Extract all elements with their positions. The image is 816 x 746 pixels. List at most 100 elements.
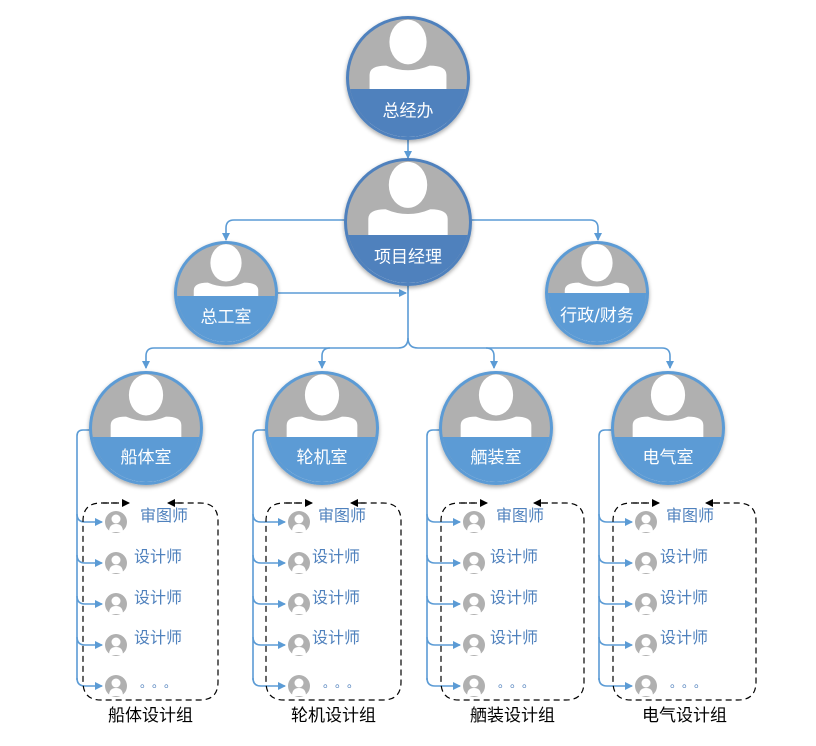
- more-members-ellipsis: 。。。: [140, 676, 182, 690]
- person-avatar-icon: [268, 374, 376, 482]
- node-general-office[interactable]: 总经办: [346, 16, 470, 213]
- group-label: 电气设计组: [642, 706, 727, 726]
- role-reviewer: 审图师: [496, 506, 544, 525]
- role-designer: 设计师: [312, 547, 360, 566]
- connector-line: [252, 429, 266, 680]
- person-avatar-icon: [177, 244, 275, 342]
- node-department-label: 轮机室: [297, 448, 348, 468]
- connector-arrow: [598, 513, 633, 526]
- person-avatar-icon: [288, 593, 310, 615]
- role-designer: 设计师: [312, 588, 360, 607]
- node-admin-finance[interactable]: 行政/财务: [545, 241, 649, 397]
- role-designer: 设计师: [660, 588, 708, 607]
- person-avatar-icon: [105, 552, 127, 574]
- connector-arrow: [252, 513, 286, 526]
- node-admin-finance-label: 行政/财务: [560, 306, 634, 326]
- role-reviewer: 审图师: [666, 506, 714, 525]
- person-avatar-icon: [288, 511, 310, 533]
- connector-arrow: [252, 636, 286, 649]
- person-avatar-icon: [349, 19, 467, 137]
- connector-arrow: [598, 595, 633, 608]
- person-avatar-icon: [463, 634, 485, 656]
- person-avatar-icon: [635, 552, 657, 574]
- person-avatar-icon: [463, 511, 485, 533]
- connector-arrow: [252, 554, 286, 567]
- connector-arrow: [426, 677, 461, 690]
- group-label: 舾装设计组: [470, 706, 555, 726]
- role-designer: 设计师: [660, 628, 708, 647]
- person-avatar-icon: [635, 593, 657, 615]
- node-department[interactable]: 舾装室: [439, 371, 553, 551]
- role-designer: 设计师: [490, 628, 538, 647]
- person-avatar-icon: [288, 675, 310, 697]
- connector-line: [598, 429, 612, 680]
- role-designer: 设计师: [490, 588, 538, 607]
- more-members-ellipsis: 。。。: [670, 676, 712, 690]
- group-boundary: [265, 502, 402, 701]
- role-reviewer: 审图师: [140, 506, 188, 525]
- connector-arrow: [222, 219, 345, 241]
- more-members-ellipsis: 。。。: [323, 676, 365, 690]
- group-boundary: [440, 502, 585, 701]
- connector-arrow: [76, 513, 103, 526]
- node-department-label: 电气室: [643, 448, 694, 468]
- role-designer: 设计师: [312, 628, 360, 647]
- connector-arrow: [76, 636, 103, 649]
- connector-arrow: [598, 677, 633, 690]
- person-avatar-icon: [105, 634, 127, 656]
- role-designer: 设计师: [490, 547, 538, 566]
- connector-arrow: [598, 636, 633, 649]
- person-avatar-icon: [347, 161, 469, 283]
- design-groups: 审图师设计师设计师设计师。。。船体设计组审图师设计师设计师设计师。。。轮机设计组…: [82, 499, 757, 726]
- connector-arrow: [318, 347, 331, 369]
- node-project-manager-label: 项目经理: [374, 247, 442, 267]
- role-designer: 设计师: [134, 628, 182, 647]
- person-avatar-icon: [635, 634, 657, 656]
- connector-arrow: [426, 636, 461, 649]
- connector-arrow: [407, 337, 498, 369]
- person-avatar-icon: [548, 244, 646, 342]
- connector-arrow: [470, 219, 602, 241]
- connector-arrow: [426, 595, 461, 608]
- person-avatar-icon: [92, 374, 200, 482]
- connector-arrow: [598, 554, 633, 567]
- person-avatar-icon: [288, 634, 310, 656]
- role-reviewer: 审图师: [318, 506, 366, 525]
- person-avatar-icon: [288, 552, 310, 574]
- connector-arrow: [76, 677, 103, 690]
- node-department[interactable]: 船体室: [89, 371, 203, 551]
- person-avatar-icon: [442, 374, 550, 482]
- group-label: 船体设计组: [108, 706, 193, 726]
- node-chief-engineer-office[interactable]: 总工室: [174, 241, 278, 400]
- person-avatar-icon: [105, 675, 127, 697]
- node-project-manager[interactable]: 项目经理: [344, 158, 472, 363]
- connector-line: [76, 429, 90, 680]
- person-avatar-icon: [463, 675, 485, 697]
- connector-arrow: [252, 677, 286, 690]
- role-designer: 设计师: [660, 547, 708, 566]
- person-avatar-icon: [463, 593, 485, 615]
- more-members-ellipsis: 。。。: [498, 676, 540, 690]
- connector-arrow: [142, 337, 409, 369]
- node-department-label: 舾装室: [471, 448, 522, 468]
- connector-arrow: [426, 513, 461, 526]
- group-label: 轮机设计组: [291, 706, 376, 726]
- connector-arrow: [76, 554, 103, 567]
- connector-arrow: [486, 347, 674, 369]
- person-avatar-icon: [105, 511, 127, 533]
- group-boundary: [612, 502, 757, 701]
- person-avatar-icon: [635, 675, 657, 697]
- role-designer: 设计师: [134, 588, 182, 607]
- connector-arrow: [76, 595, 103, 608]
- connector-arrow: [252, 595, 286, 608]
- person-avatar-icon: [463, 552, 485, 574]
- connector-arrow: [426, 554, 461, 567]
- node-department[interactable]: 轮机室: [265, 371, 379, 551]
- node-general-office-label: 总经办: [383, 101, 434, 121]
